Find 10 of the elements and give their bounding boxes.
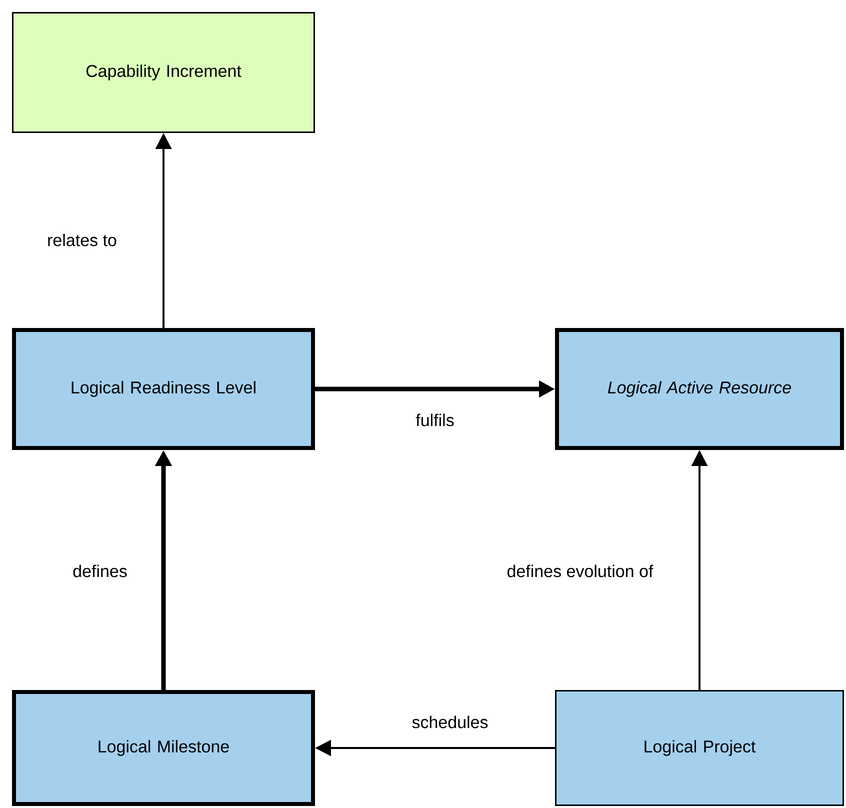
entity-box: Logical Active Resource [555,328,844,450]
entity-box: Logical Project [555,690,844,806]
edge-label: defines evolution of [506,564,654,578]
edge-label: schedules [410,714,490,730]
entity-box: Logical Milestone [12,690,315,806]
entity-box: Logical Readiness Level [12,328,315,450]
edge-label: relates to [46,232,118,248]
entity-box: Capability Increment [12,12,315,133]
edge-label: fulfils [414,412,456,428]
edge-label: defines [72,564,128,578]
